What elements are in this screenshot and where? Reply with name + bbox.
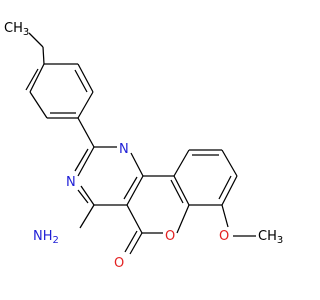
bond-benzo-1: [173, 149, 190, 177]
methoxy-methyl-label: CH3: [258, 229, 283, 246]
nitrogen-upper-label: N: [119, 142, 129, 157]
bond-pyr-2: [77, 146, 95, 177]
bond-tolyl-2: [29, 63, 45, 93]
bond-tolyl-1: [42, 46, 45, 65]
bond-carbonyl-a: [129, 232, 143, 255]
amino-label: NH2: [33, 229, 59, 246]
bond-methyl: [28, 32, 44, 48]
bond-benzo-4b: [218, 175, 232, 200]
ring-oxygen-label: O: [165, 229, 175, 244]
molecule-structure: CH3 N N NH2 O O O CH3: [4, 21, 283, 271]
nitrogen-lower-label: N: [66, 175, 76, 190]
bond-pyr-2b: [74, 148, 89, 172]
bond-tolyl-2b: [25, 68, 39, 91]
bond-pyr-6: [80, 185, 95, 206]
bond-tolyl-6b: [74, 69, 88, 93]
bond-carbonyl-b: [124, 230, 138, 253]
bond-amine: [79, 204, 95, 229]
carbonyl-oxygen-label: O: [114, 256, 124, 271]
bond-pyranone-4: [176, 204, 190, 234]
methyl-label: CH3: [4, 21, 29, 38]
bond-tolyl-3: [29, 91, 48, 119]
methoxy-oxygen-label: O: [219, 229, 229, 244]
bonds: [25, 32, 256, 255]
bond-pyr-3: [130, 152, 144, 177]
bond-aryl-link: [77, 117, 95, 148]
bond-benzo-6: [173, 175, 190, 206]
bond-methoxy-1: [221, 204, 229, 228]
bond-pyranone-2: [126, 204, 143, 234]
bond-benzo-6b: [170, 179, 184, 204]
bond-pyr-4: [126, 175, 144, 206]
bond-benzo-4: [221, 175, 238, 206]
bond-tolyl-5: [77, 91, 94, 119]
bond-benzo-3: [221, 149, 238, 177]
atom-labels: CH3 N N NH2 O O O CH3: [4, 21, 283, 271]
bond-pyr-6b: [77, 189, 89, 204]
bond-tolyl-6: [77, 63, 94, 93]
bond-pyr-4b: [123, 176, 138, 200]
